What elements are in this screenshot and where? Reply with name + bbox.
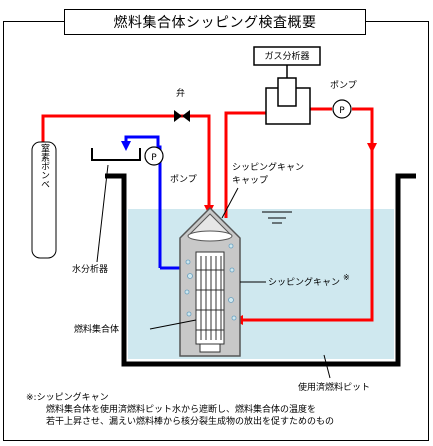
pit-leader xyxy=(323,354,331,379)
pump-top-icon xyxy=(332,99,352,119)
cap-label-line2: キャップ xyxy=(232,175,268,186)
nitrogen-cylinder-label: 窒素ボンベ xyxy=(39,142,50,188)
footnote-line2: 若干上昇させ、漏えい燃料棒から核分裂生成物の放出を促すためのもの xyxy=(46,417,335,427)
footnote-heading: ※:シッピングキャン xyxy=(26,393,109,403)
spent-fuel-pit-wall xyxy=(105,173,416,367)
fuel-assembly-nozzle xyxy=(199,343,221,353)
water-analyzer xyxy=(91,148,141,161)
pump-top-symbol: P xyxy=(339,106,345,116)
footnote: ※:シッピングキャン 燃料集合体を使用済燃料ピット水から遮断し、燃料集合体の温度… xyxy=(26,392,425,428)
cap-label-line1: シッピングキャン xyxy=(232,161,304,173)
pump-top-label: ポンプ xyxy=(330,80,357,91)
valve-icon xyxy=(174,110,190,122)
valve-label: 弁 xyxy=(176,87,185,99)
gas-analyzer-probe xyxy=(277,77,297,107)
pump-left-symbol: P xyxy=(151,153,157,163)
fuel-rods xyxy=(196,256,224,340)
fuel-assembly-label: 燃料集合体 xyxy=(74,323,119,335)
gas-analyzer-label: ガス分析器 xyxy=(264,50,309,62)
gas-sampling-line xyxy=(224,111,266,218)
bubbles xyxy=(184,243,237,321)
nitrogen-line xyxy=(41,114,214,215)
water-analyzer-label: 水分析器 xyxy=(72,263,108,275)
diagram-title: 燃料集合体シッピング検査概要 xyxy=(64,9,366,35)
footnote-line1: 燃料集合体を使用済燃料ピット水から遮断し、燃料集合体の温度を xyxy=(46,405,317,415)
cap-leader xyxy=(221,187,239,219)
water-surface-mark xyxy=(262,211,292,224)
nitrogen-cylinder xyxy=(31,141,57,259)
pump-left-icon xyxy=(144,146,164,166)
sipping-can-opening xyxy=(187,230,233,242)
sipping-can-label: シッピングキャン xyxy=(268,276,340,288)
spent-fuel-pit-label: 使用済燃料ピット xyxy=(298,381,370,393)
pit-water xyxy=(128,209,394,359)
sipping-can-mark: ※ xyxy=(343,273,350,282)
water-analyzer-leader xyxy=(96,164,109,263)
fuel-assembly-leader xyxy=(149,319,197,330)
return-line xyxy=(233,107,374,325)
water-sampling-line xyxy=(121,135,162,268)
pump-left-label: ポンプ xyxy=(170,174,197,185)
